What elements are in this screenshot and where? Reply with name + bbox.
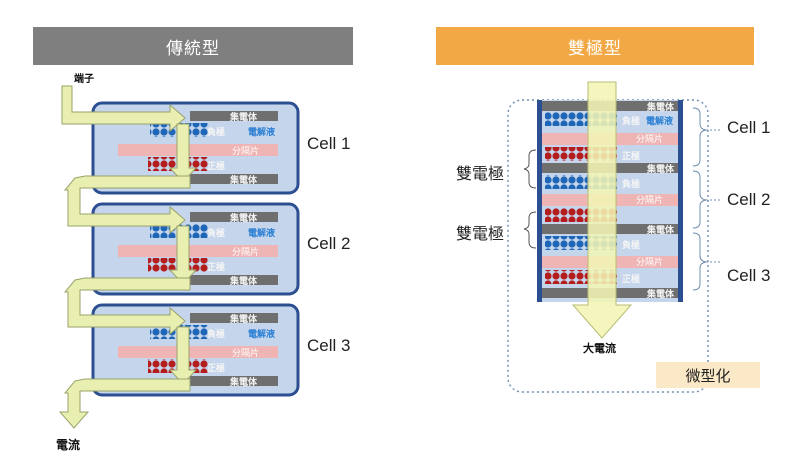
collector-label: 集電体 [647, 290, 675, 300]
positive-label: 正極 [622, 152, 641, 162]
big-current-label: 大電流 [583, 342, 616, 355]
collector-label: 集電体 [647, 165, 675, 175]
cell-2-label: Cell 2 [727, 190, 771, 209]
electrolyte-label: 電解液 [646, 117, 674, 127]
positive-label: 正極 [207, 364, 226, 374]
conventional-type-header: 傳統型 [33, 27, 353, 65]
negative-label: 負極 [207, 330, 226, 340]
conventional-current-path [58, 85, 198, 429]
collector-label: 集電体 [230, 315, 258, 325]
big-current-arrow [571, 81, 633, 339]
negative-label: 負極 [622, 117, 641, 127]
negative-label: 負極 [207, 128, 226, 138]
collector-label: 集電体 [230, 176, 258, 186]
cell-1-label: Cell 1 [727, 118, 771, 137]
positive-label: 正極 [207, 162, 226, 172]
cell-braces [692, 107, 722, 291]
separator-label: 分隔片 [232, 349, 260, 359]
collector-label: 集電体 [230, 113, 258, 123]
miniaturize-badge: 微型化 [656, 362, 760, 388]
negative-label: 負極 [622, 180, 641, 190]
positive-label: 正極 [207, 263, 226, 273]
separator-label: 分隔片 [232, 248, 260, 258]
collector-label: 集電体 [230, 214, 258, 224]
electrolyte-label: 電解液 [248, 229, 276, 239]
collector-label: 集電体 [647, 103, 675, 113]
collector-label: 集電体 [647, 226, 675, 236]
bipolar-electrode-braces [523, 149, 537, 249]
separator-label: 分隔片 [636, 196, 664, 206]
cell-1-label: Cell 1 [307, 134, 351, 153]
collector-label: 集電体 [230, 378, 258, 388]
negative-label: 負極 [207, 229, 226, 239]
electrolyte-label: 電解液 [248, 330, 276, 340]
bipolar-type-header: 雙極型 [436, 27, 754, 65]
positive-label: 正極 [622, 275, 641, 285]
cell-3-label: Cell 3 [727, 266, 771, 285]
collector-label: 集電体 [230, 277, 258, 287]
cell-2-label: Cell 2 [307, 234, 351, 253]
bipolar-electrode-label: 雙電極 [456, 164, 505, 183]
separator-label: 分隔片 [636, 135, 664, 145]
conventional-cell-2 [91, 202, 300, 296]
current-label: 電流 [56, 438, 81, 452]
terminal-label: 端子 [74, 74, 94, 85]
cell-3-label: Cell 3 [307, 336, 351, 355]
separator-label: 分隔片 [636, 258, 664, 268]
bipolar-electrode-label: 雙電極 [456, 224, 505, 243]
separator-label: 分隔片 [232, 147, 260, 157]
negative-label: 負極 [622, 241, 641, 251]
electrolyte-label: 電解液 [248, 128, 276, 138]
